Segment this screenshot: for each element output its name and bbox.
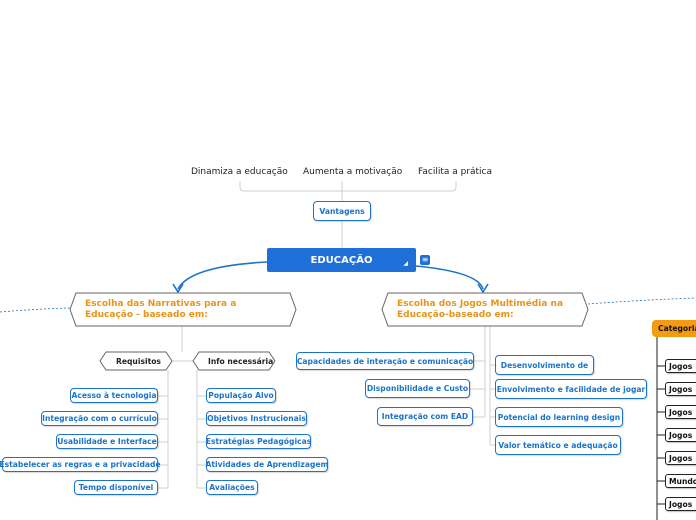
jogos-left-item[interactable]: Disponibilidade e Custo: [365, 379, 470, 398]
categoria-item[interactable]: Jogos: [665, 497, 696, 511]
branch-right-title[interactable]: Escolha dos Jogos Multimédia na Educação…: [397, 299, 563, 321]
central-node[interactable]: EDUCAÇÃO ◢: [267, 248, 416, 272]
info-item[interactable]: Estratégias Pedagógicas: [206, 434, 311, 449]
categoria-item[interactable]: Jogos: [665, 382, 696, 396]
branch-left-title-line2: Educação - baseado em:: [85, 310, 208, 320]
jogos-right-item[interactable]: Desenvolvimento de: [495, 355, 594, 375]
info-item[interactable]: População Alvo: [206, 388, 276, 403]
top-label-1[interactable]: Dinamiza a educação: [191, 167, 288, 177]
info-item[interactable]: Objetivos Instrucionais: [206, 411, 307, 426]
info-item[interactable]: Atividades de Aprendizagem: [206, 457, 328, 472]
jogos-right-item[interactable]: Valor temático e adequação: [495, 435, 621, 455]
requisito-item[interactable]: Integração com o currículo: [41, 411, 158, 426]
categoria-item[interactable]: Jogos: [665, 428, 696, 442]
requisito-item[interactable]: Tempo disponível: [74, 480, 158, 495]
note-icon[interactable]: ≡: [420, 255, 430, 265]
jogos-right-item[interactable]: Potencial do learning design: [495, 407, 623, 427]
top-label-3[interactable]: Facilita a prática: [418, 167, 493, 177]
categoria-item[interactable]: Mundo: [665, 474, 696, 488]
info-shape: [192, 351, 276, 371]
categoria-item[interactable]: Jogos: [665, 451, 696, 465]
requisitos-node[interactable]: Requisitos: [116, 357, 161, 366]
branch-right-shape: [381, 292, 589, 327]
branch-right-title-line1: Escolha dos Jogos Multimédia na: [397, 299, 564, 309]
branch-right-title-line2: Educação-baseado em:: [397, 310, 514, 320]
central-label: EDUCAÇÃO: [310, 254, 373, 266]
requisitos-shape: [99, 351, 173, 371]
info-node[interactable]: Info necessária: [208, 357, 274, 366]
categoria-item[interactable]: Jogos: [665, 359, 696, 373]
top-label-2[interactable]: Aumenta a motivação: [303, 167, 403, 177]
info-item[interactable]: Avaliações: [206, 480, 258, 495]
requisito-item[interactable]: Acesso à tecnologia: [70, 388, 158, 403]
jogos-right-item[interactable]: Envolvimento e facilidade de jogar: [495, 379, 647, 399]
resize-corner-icon: ◢: [403, 260, 408, 267]
jogos-left-item[interactable]: Integração com EAD: [377, 407, 473, 426]
requisito-item[interactable]: Estabelecer as regras e a privacidade: [0, 457, 161, 472]
vantagens-node[interactable]: Vantagens: [313, 201, 371, 221]
requisito-item[interactable]: Usabilidade e Interface: [56, 434, 158, 449]
categoria-item[interactable]: Jogos: [665, 405, 696, 419]
branch-left-shape: [69, 292, 297, 327]
branch-left-title[interactable]: Escolha das Narrativas para a Educação -…: [85, 299, 236, 321]
jogos-left-item[interactable]: Capacidades de interação e comunicação: [296, 352, 474, 370]
categorias-node[interactable]: Categorias: [652, 320, 696, 337]
branch-left-title-line1: Escolha das Narrativas para a: [85, 299, 237, 309]
